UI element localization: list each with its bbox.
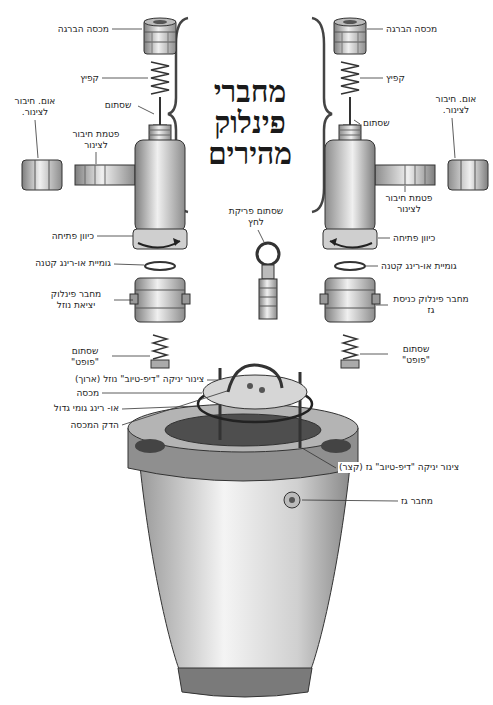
part-label: פטמת חיבור לצינור: [66, 129, 126, 151]
part-label: פטמת חיבור לצינור: [378, 193, 440, 215]
part-label: צינור יניקה "דיפ-טיוב" נוזל (ארוך): [30, 374, 205, 385]
part-label: מכסה הברגה: [40, 24, 110, 35]
part-label: כיוון פתיחה: [392, 233, 462, 244]
part-label: גומיית או-רינג קטנה: [2, 258, 112, 269]
part-label: מכסה: [60, 388, 100, 399]
part-label: מחבר פינלוק יציאת נוזל: [40, 289, 112, 311]
part-label: מחבר פינלוק כניסת גז: [390, 294, 472, 316]
part-label: הדק המכסה: [40, 420, 120, 431]
part-label: שסתום "פופט": [60, 346, 110, 368]
part-label: צינור יניקה "דיפ-טיוב" גז (קצר): [338, 462, 488, 473]
part-label: גומיית או-רינג קטנה: [380, 261, 488, 272]
part-label: אום. חיבור לצינור.: [425, 94, 487, 116]
part-label: מכסה הברגה: [385, 24, 460, 35]
part-label: שסתום: [100, 100, 136, 111]
part-label: שסתום: [362, 118, 402, 129]
part-label: שסתום "פופט": [390, 344, 442, 366]
part-label: אום. חיבור לצינור.: [4, 96, 66, 118]
part-label: שסתום פריקת לחץ: [226, 206, 286, 228]
part-label: קפיץ: [385, 73, 425, 84]
part-label: כיוון פתיחה: [35, 231, 95, 242]
title: מחברי פינלוק מהירים: [190, 76, 310, 169]
part-label: או- רינג גומי גדול: [18, 403, 120, 414]
part-label: קפיץ: [60, 73, 100, 84]
part-label: מחבר גז: [400, 496, 460, 507]
